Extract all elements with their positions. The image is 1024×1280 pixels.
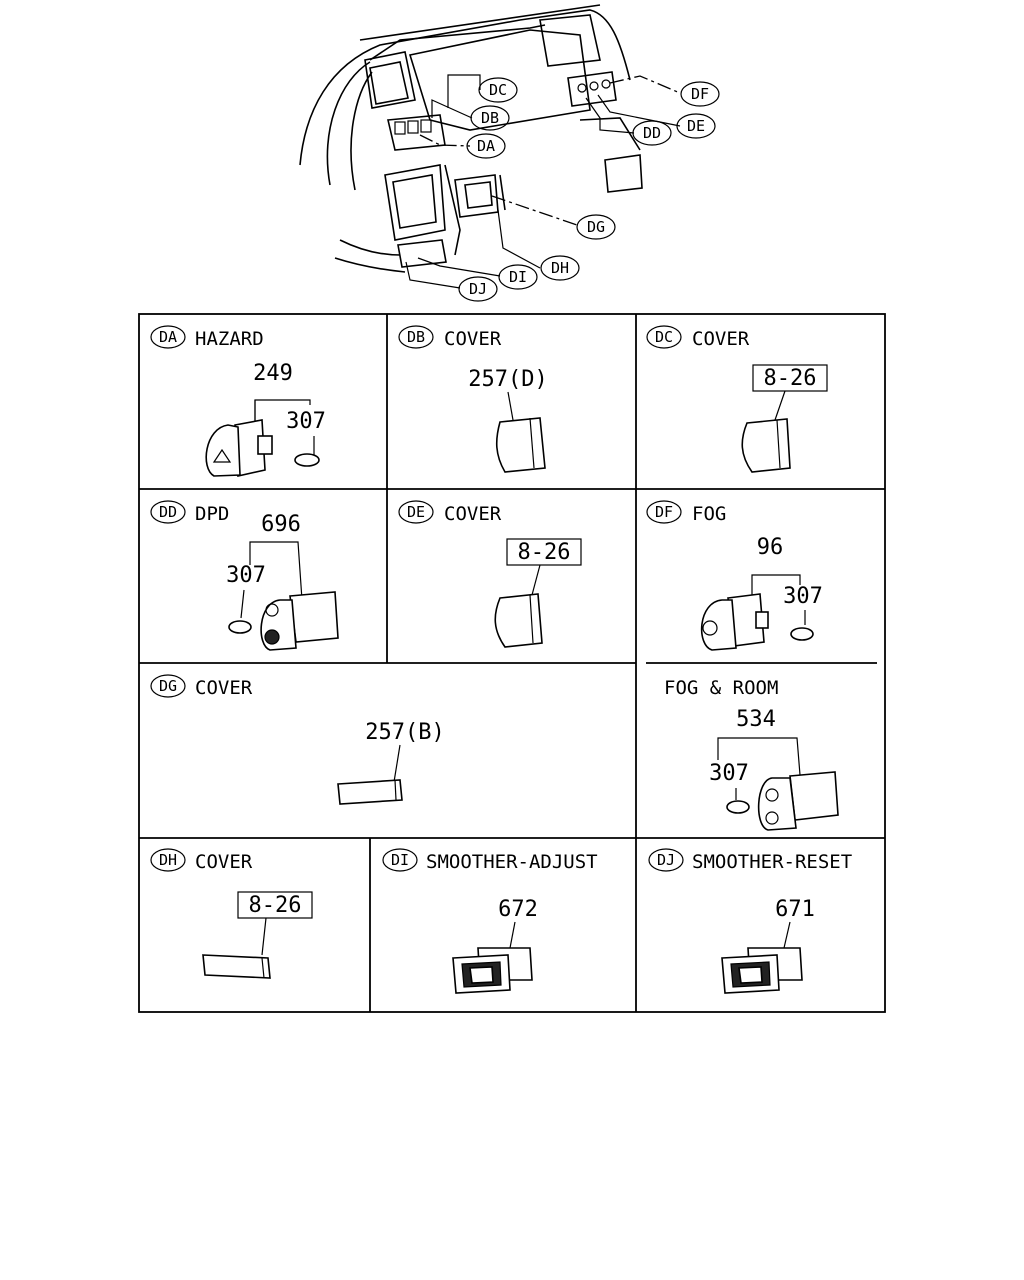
cell-dd-part-number: 696 (261, 512, 301, 537)
parts-grid (138, 313, 886, 1013)
cell-da-title: HAZARD (195, 328, 264, 350)
cell-di-smoother-adjust: DI SMOOTHER-ADJUST 672 (382, 848, 598, 994)
dashboard-overview: DC DB DA DF DE DD DG DH (299, 4, 720, 302)
callout-df: DF (680, 81, 720, 107)
cell-df-part-number: 96 (757, 535, 784, 560)
cell-dj-smoother-reset: DJ SMOOTHER-RESET 671 (648, 848, 852, 994)
cell-dg-part-number: 257(B) (365, 720, 444, 745)
cell-de-ref-box (506, 538, 582, 566)
cell-de-ref: 8-26 (518, 540, 571, 565)
cell-di-title: SMOOTHER-ADJUST (426, 851, 598, 873)
cell-dc-ref: 8-26 (764, 366, 817, 391)
cell-da-bulb-number: 307 (286, 409, 326, 434)
cell-df-code: DF (655, 503, 673, 521)
cell-dh-cover: DH COVER 8-26 (150, 848, 313, 979)
bulb-icon (228, 620, 252, 634)
cell-dh-code: DH (159, 851, 177, 869)
callout-da: DA (466, 133, 506, 159)
fog-switch-icon (700, 593, 769, 651)
cell-fog-room: FOG & ROOM 534 307 (664, 677, 839, 831)
callout-db-label: DB (481, 109, 499, 127)
callout-dc-label: DC (489, 81, 507, 99)
cell-de-cover: DE COVER 8-26 (398, 500, 582, 648)
cell-da-part-number: 249 (253, 361, 293, 386)
callout-da-label: DA (477, 137, 495, 155)
cell-dg-code: DG (159, 677, 177, 695)
cell-di-code: DI (391, 851, 409, 869)
callout-dd: DD (632, 120, 672, 146)
cover-icon (495, 417, 546, 473)
cell-dj-title: SMOOTHER-RESET (692, 851, 852, 873)
callout-de: DE (676, 113, 716, 139)
cell-dd-bulb-number: 307 (226, 563, 266, 588)
callout-dh: DH (540, 255, 580, 281)
cell-dh-title: COVER (195, 851, 253, 873)
cell-dc-code: DC (655, 328, 673, 346)
callout-dc: DC (478, 77, 518, 103)
cell-de-title: COVER (444, 503, 502, 525)
callout-dh-label: DH (551, 259, 569, 277)
cell-dd-title: DPD (195, 503, 229, 525)
callout-df-label: DF (691, 85, 709, 103)
callout-di-label: DI (509, 268, 527, 286)
bulb-icon (726, 800, 750, 814)
callout-dg: DG (576, 214, 616, 240)
cover-icon (337, 779, 403, 805)
hazard-switch-icon (205, 419, 273, 477)
cell-db-code: DB (407, 328, 425, 346)
callout-dg-label: DG (587, 218, 605, 236)
cell-dc-cover: DC COVER 8-26 (646, 325, 828, 473)
cell-dh-ref: 8-26 (249, 893, 302, 918)
bulb-icon (294, 453, 320, 467)
cell-df-fog: DF FOG 96 307 (646, 500, 823, 651)
cell-df-bulb-number: 307 (783, 584, 823, 609)
cell-db-title: COVER (444, 328, 502, 350)
cell-dd-dpd: DD DPD 696 307 (150, 500, 339, 651)
cell-dg-cover: DG COVER 257(B) (150, 674, 445, 805)
cell-dh-ref-box (237, 891, 313, 919)
cell-dg-title: COVER (195, 677, 253, 699)
cell-fogroom-bulb-number: 307 (709, 761, 749, 786)
fog-room-switch-icon (757, 771, 839, 831)
cell-db-part-number: 257(D) (468, 367, 547, 392)
callout-dj: DJ (458, 276, 498, 302)
cell-dj-part-number: 671 (775, 897, 815, 922)
cell-di-part-number: 672 (498, 897, 538, 922)
callout-dd-label: DD (643, 124, 661, 142)
cell-da-hazard: DA HAZARD 249 307 (150, 325, 326, 477)
bulb-icon (790, 627, 814, 641)
cover-icon (202, 954, 271, 979)
dpd-switch-icon (260, 591, 339, 651)
cell-dc-ref-box (752, 364, 828, 392)
callout-de-label: DE (687, 117, 705, 135)
smoother-adjust-switch-icon (452, 947, 533, 994)
smoother-reset-switch-icon (721, 947, 803, 994)
cover-icon (494, 593, 543, 648)
callout-db: DB (470, 105, 510, 131)
cell-db-cover: DB COVER 257(D) (398, 325, 548, 473)
cell-dc-title: COVER (692, 328, 750, 350)
cover-icon (741, 418, 791, 473)
cell-dd-code: DD (159, 503, 177, 521)
callout-dj-label: DJ (469, 280, 487, 298)
cell-fogroom-title: FOG & ROOM (664, 677, 778, 699)
cell-da-code: DA (159, 328, 177, 346)
callout-di: DI (498, 264, 538, 290)
cell-df-title: FOG (692, 503, 726, 525)
cell-fogroom-part-number: 534 (736, 707, 776, 732)
cell-dj-code: DJ (657, 851, 675, 869)
cell-de-code: DE (407, 503, 425, 521)
